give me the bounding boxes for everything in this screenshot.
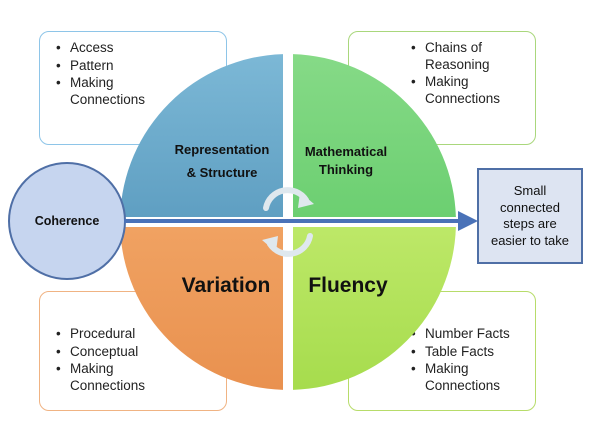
box-item: Access — [54, 40, 216, 57]
takeaway-text: Small connected steps are easier to take — [490, 183, 570, 248]
mathematical-label-line2: Thinking — [319, 162, 373, 177]
box-item: Making Connections — [54, 75, 152, 108]
quadrant-mathematical-thinking — [293, 54, 456, 217]
box-item: Procedural — [54, 326, 216, 343]
cycle-arrowheads — [262, 192, 314, 252]
quadrant-fluency — [293, 227, 456, 390]
takeaway-box: Small connected steps are easier to take — [477, 168, 583, 264]
variation-label: Variation — [182, 274, 271, 297]
coherence-label: Coherence — [35, 214, 100, 228]
representation-label-line2: & Structure — [187, 165, 258, 180]
representation-label-line1: Representation — [175, 142, 270, 157]
box-item: Making Connections — [409, 361, 507, 394]
right-arrow-icon — [124, 211, 478, 231]
box-item: Conceptual — [54, 344, 216, 361]
box-item: Chains of Reasoning — [409, 40, 507, 73]
box-item: Table Facts — [409, 344, 525, 361]
fluency-label: Fluency — [308, 274, 388, 297]
facts-box: Number Facts Table Facts Making Connecti… — [348, 291, 536, 411]
box-item: Making Connections — [54, 361, 152, 394]
box-item: Making Connections — [409, 74, 507, 107]
box-item: Pattern — [54, 58, 216, 75]
box-item: Number Facts — [409, 326, 525, 343]
quadrant-representation-structure — [120, 54, 283, 217]
quadrant-variation — [120, 227, 283, 390]
mathematical-label-line1: Mathematical — [305, 144, 387, 159]
